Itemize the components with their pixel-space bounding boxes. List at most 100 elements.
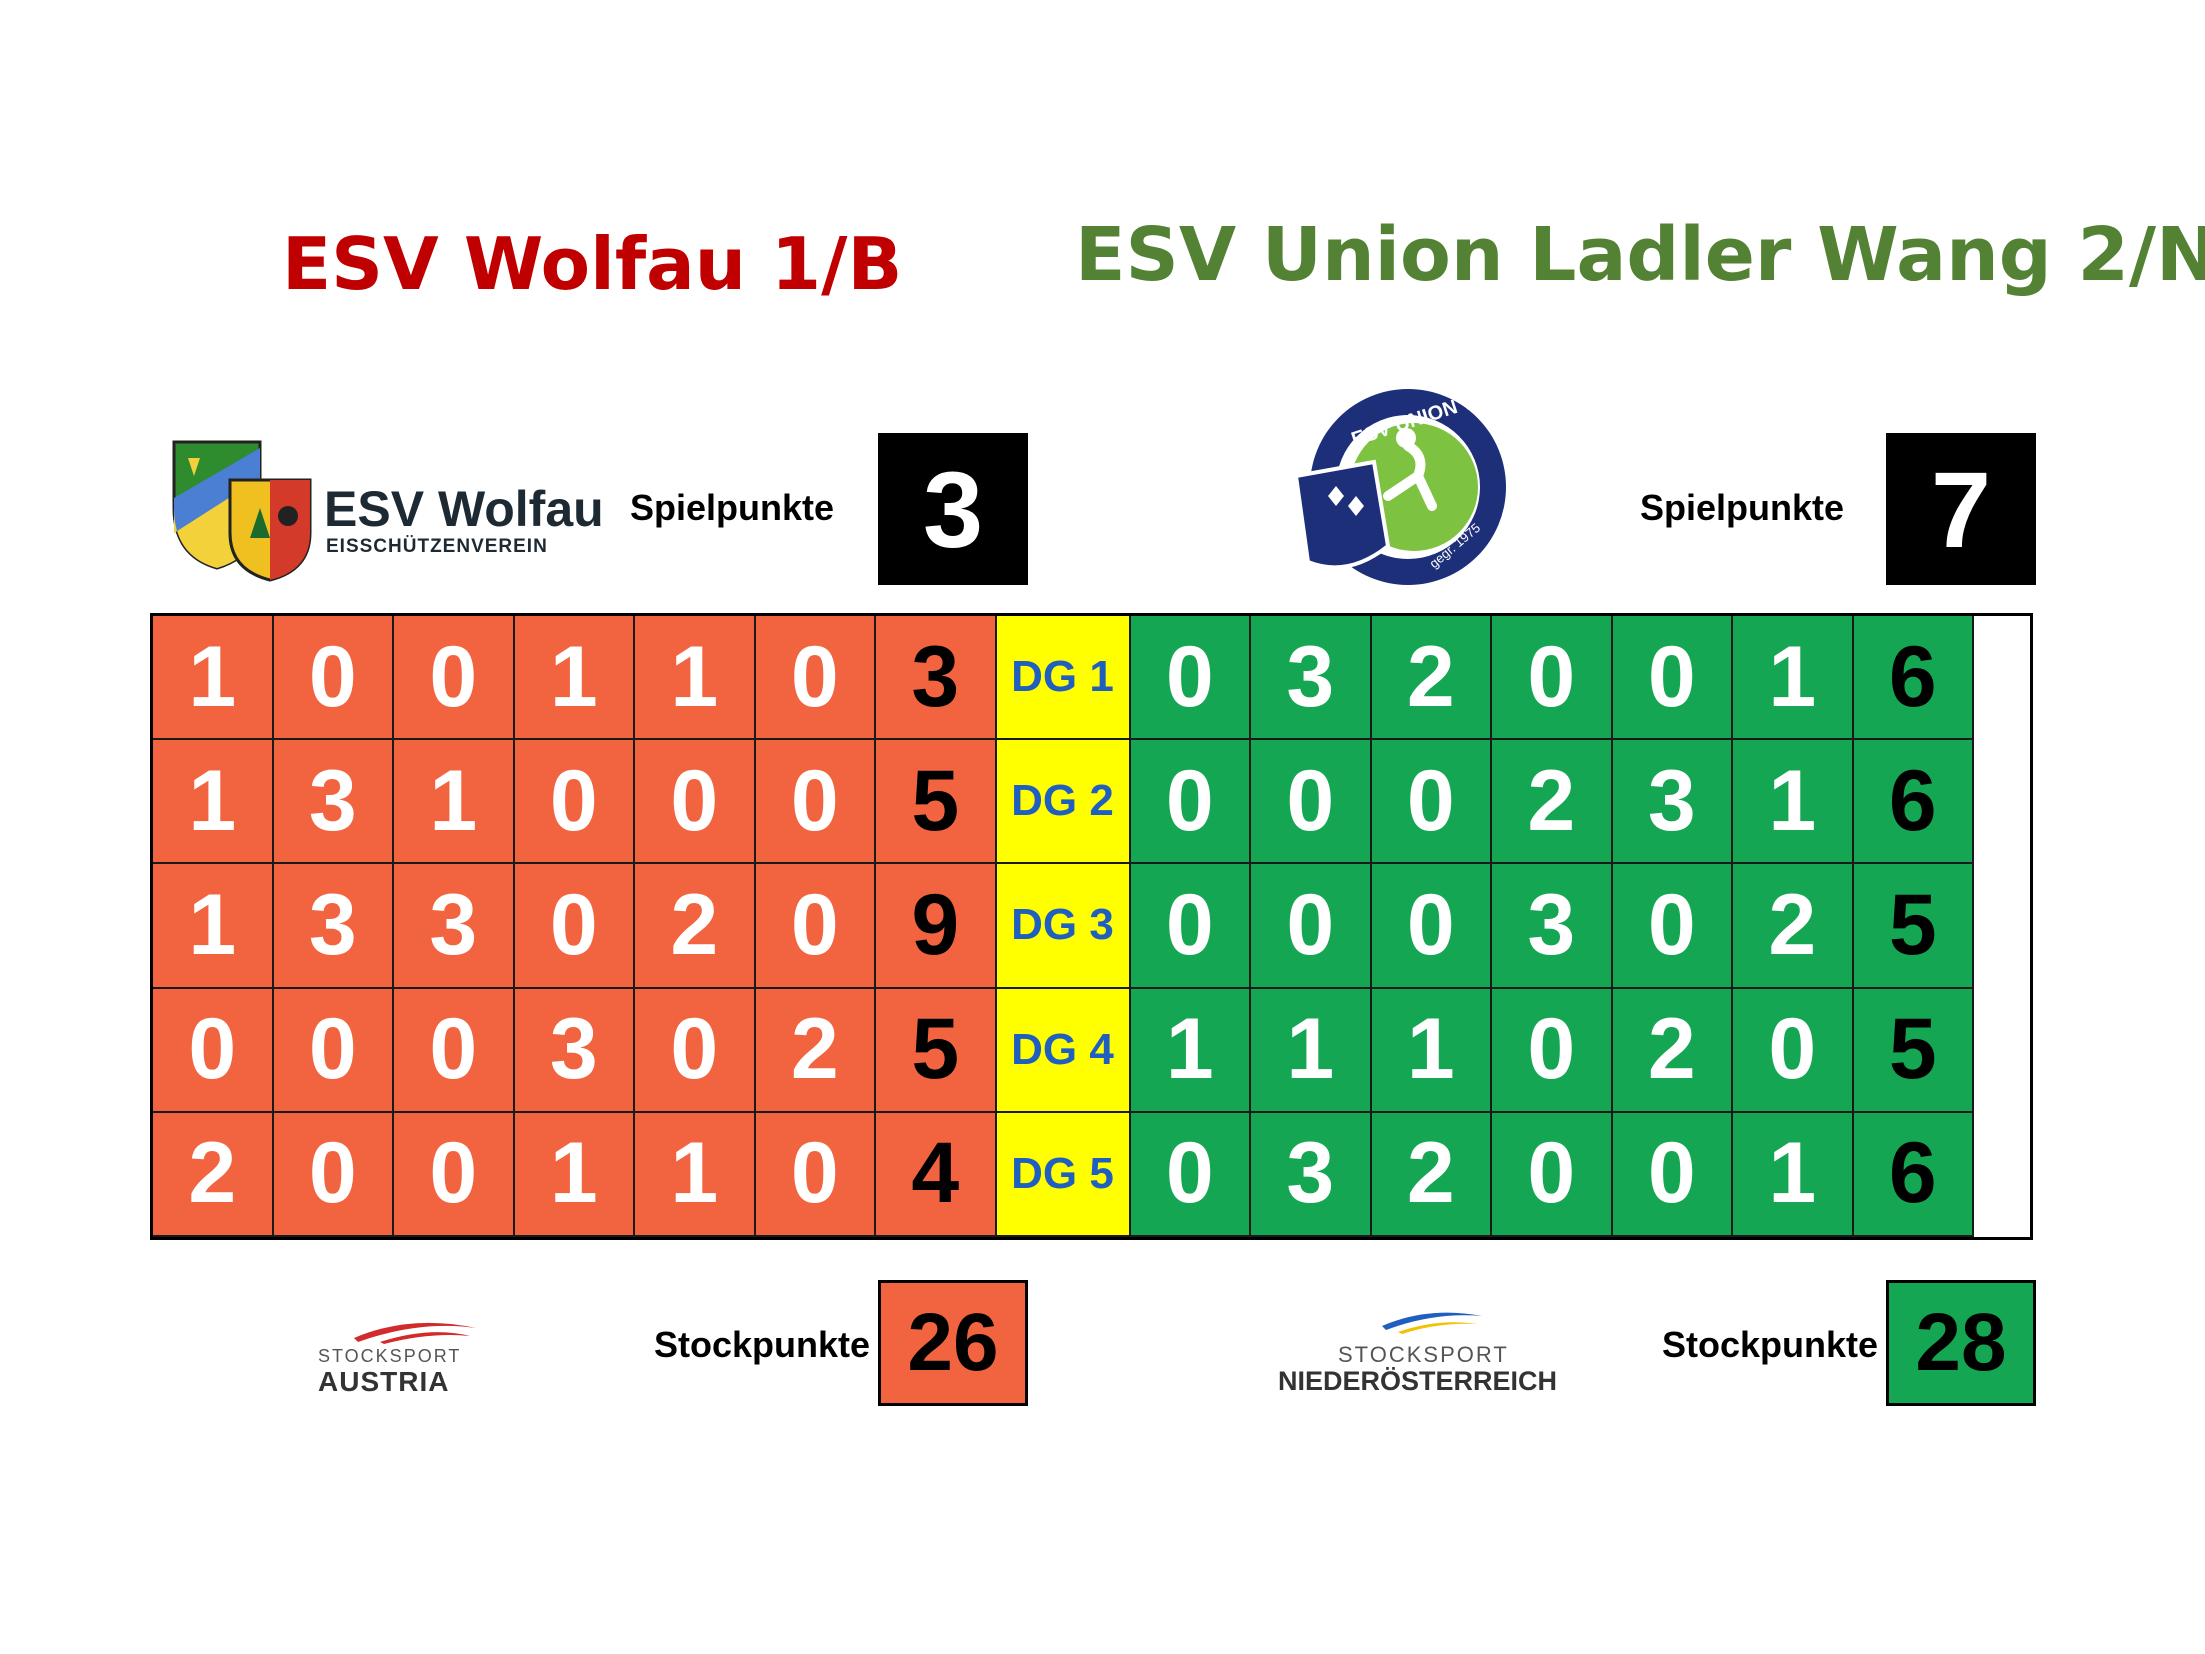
away-score-cell: 1	[1251, 988, 1372, 1113]
away-team-title: ESV Union Ladler Wang 2/NÖ	[1075, 212, 2205, 298]
away-score-cell: 2	[1492, 740, 1613, 865]
home-score-cell: 2	[755, 988, 876, 1113]
home-score-cell: 1	[394, 740, 515, 865]
home-score-cell: 1	[153, 740, 274, 865]
home-score-cell: 0	[394, 1112, 515, 1237]
home-score-cell: 1	[153, 864, 274, 989]
home-score-cell: 0	[755, 740, 876, 865]
away-score-cell: 2	[1371, 616, 1492, 741]
stocksport-austria-logo: STOCKSPORT AUSTRIA	[312, 1318, 476, 1398]
home-score-cell: 1	[635, 1112, 756, 1237]
away-score-cell: 0	[1130, 740, 1251, 865]
home-score-cell: 0	[273, 1112, 394, 1237]
home-score-cell: 0	[273, 616, 394, 741]
away-score-cell: 0	[1612, 1112, 1733, 1237]
home-team-title: ESV Wolfau 1/B	[282, 222, 903, 306]
away-score-cell: 1	[1733, 740, 1854, 865]
home-round-total: 3	[876, 616, 997, 741]
away-score-cell: 3	[1612, 740, 1733, 865]
away-score-cell: 0	[1612, 616, 1733, 741]
round-label: DG 4	[996, 988, 1131, 1113]
esv-wolfau-logo: ESV Wolfau EISSCHÜTZENVEREIN	[170, 438, 604, 583]
home-score-cell: 0	[755, 616, 876, 741]
away-score-cell: 0	[1251, 864, 1372, 989]
home-score-cell: 2	[635, 864, 756, 989]
home-round-total: 4	[876, 1112, 997, 1237]
home-score-cell: 0	[635, 740, 756, 865]
wolfau-crest-icon	[172, 440, 312, 582]
austria-logo-top: STOCKSPORT	[318, 1346, 462, 1366]
away-score-cell: 0	[1733, 988, 1854, 1113]
noe-logo-bottom: NIEDERÖSTERREICH	[1278, 1366, 1558, 1396]
away-score-cell: 2	[1371, 1112, 1492, 1237]
home-score-cell: 0	[394, 616, 515, 741]
away-stockpunkte-value: 28	[1886, 1280, 2036, 1406]
home-score-cell: 0	[394, 988, 515, 1113]
home-score-cell: 1	[514, 616, 635, 741]
home-spielpunkte-label: Spielpunkte	[630, 487, 835, 528]
away-score-cell: 1	[1733, 616, 1854, 741]
home-score-cell: 0	[273, 988, 394, 1113]
home-score-cell: 3	[273, 864, 394, 989]
home-score-cell: 3	[273, 740, 394, 865]
away-spielpunkte-value: 7	[1886, 433, 2036, 585]
home-score-cell: 0	[514, 740, 635, 865]
away-score-cell: 1	[1130, 988, 1251, 1113]
home-score-cell: 0	[153, 988, 274, 1113]
away-score-cell: 3	[1492, 864, 1613, 989]
away-round-total: 6	[1853, 616, 1974, 741]
home-score-cell: 3	[514, 988, 635, 1113]
home-score-cell: 1	[514, 1112, 635, 1237]
away-score-cell: 0	[1130, 1112, 1251, 1237]
away-score-cell: 2	[1733, 864, 1854, 989]
noe-swoosh-icon	[1382, 1312, 1482, 1334]
away-score-cell: 0	[1130, 616, 1251, 741]
home-round-total: 9	[876, 864, 997, 989]
austria-swoosh-icon	[354, 1322, 476, 1344]
home-stockpunkte-value: 26	[878, 1280, 1028, 1406]
away-score-cell: 0	[1130, 864, 1251, 989]
away-score-cell: 0	[1371, 864, 1492, 989]
away-spielpunkte-label: Spielpunkte	[1640, 487, 1845, 528]
round-label: DG 5	[996, 1112, 1131, 1237]
union-wang-crest-icon	[1293, 389, 1506, 585]
away-stockpunkte-label: Stockpunkte	[1662, 1324, 1879, 1365]
away-score-cell: 3	[1251, 1112, 1372, 1237]
round-label: DG 2	[996, 740, 1131, 865]
noe-logo-top: STOCKSPORT	[1338, 1342, 1509, 1367]
home-score-cell: 1	[635, 616, 756, 741]
away-round-total: 5	[1853, 988, 1974, 1113]
home-stockpunkte-label: Stockpunkte	[654, 1324, 871, 1365]
away-score-cell: 2	[1612, 988, 1733, 1113]
away-score-cell: 0	[1492, 988, 1613, 1113]
away-round-total: 6	[1853, 740, 1974, 865]
round-label: DG 3	[996, 864, 1131, 989]
round-label: DG 1	[996, 616, 1131, 741]
away-score-cell: 0	[1492, 616, 1613, 741]
home-score-cell: 2	[153, 1112, 274, 1237]
stocksport-noe-logo: STOCKSPORT NIEDERÖSTERREICH	[1278, 1308, 1578, 1398]
wolfau-logo-name: ESV Wolfau	[324, 481, 604, 537]
away-round-total: 5	[1853, 864, 1974, 989]
away-score-cell: 1	[1371, 988, 1492, 1113]
home-score-cell: 0	[755, 1112, 876, 1237]
away-score-cell: 0	[1251, 740, 1372, 865]
wolfau-logo-subtext: EISSCHÜTZENVEREIN	[326, 536, 548, 557]
home-score-cell: 1	[153, 616, 274, 741]
home-score-cell: 0	[635, 988, 756, 1113]
austria-logo-bottom: AUSTRIA	[318, 1366, 450, 1397]
home-score-cell: 0	[514, 864, 635, 989]
away-round-total: 6	[1853, 1112, 1974, 1237]
esv-union-wang-logo: ESV UNION WANG gegr. 1975	[1288, 375, 1525, 588]
home-score-cell: 3	[394, 864, 515, 989]
away-score-cell: 0	[1612, 864, 1733, 989]
home-spielpunkte-value: 3	[878, 433, 1028, 585]
home-round-total: 5	[876, 740, 997, 865]
home-score-cell: 0	[755, 864, 876, 989]
home-round-total: 5	[876, 988, 997, 1113]
away-score-cell: 0	[1371, 740, 1492, 865]
away-score-cell: 0	[1492, 1112, 1613, 1237]
away-score-cell: 3	[1251, 616, 1372, 741]
away-score-cell: 1	[1733, 1112, 1854, 1237]
